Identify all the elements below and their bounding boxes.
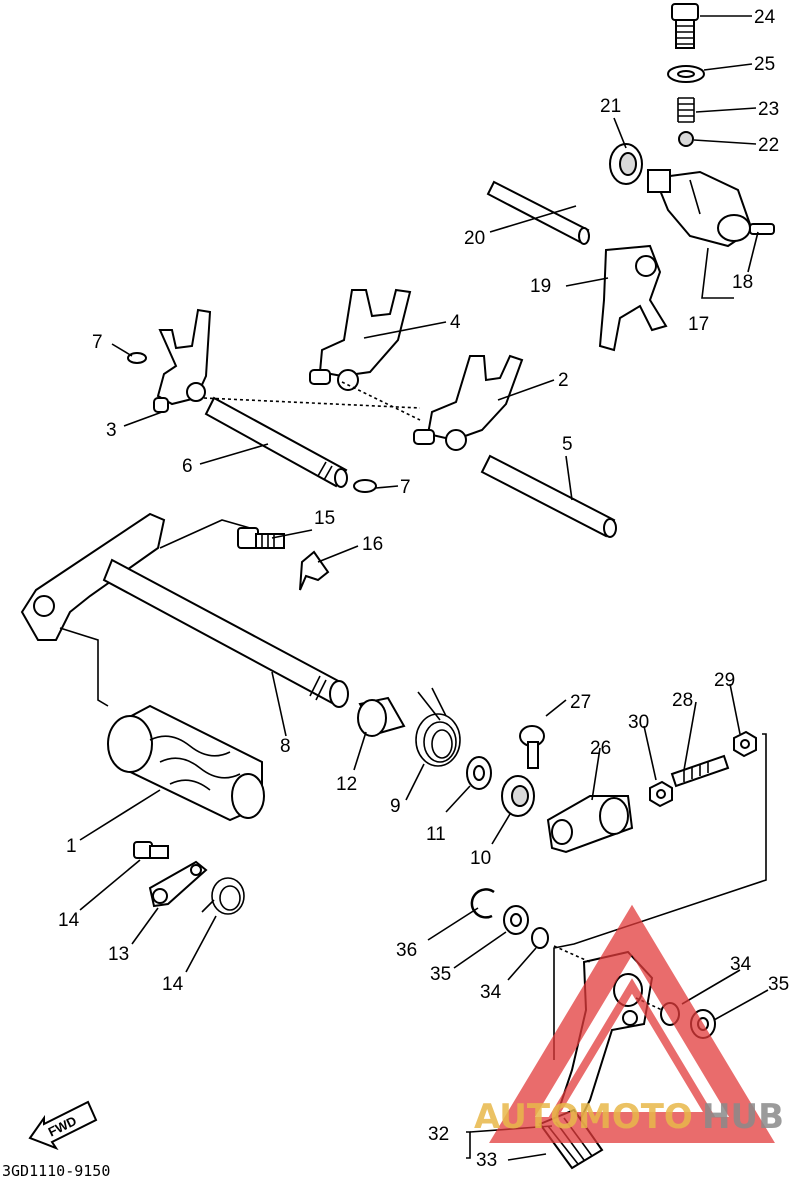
- part-shaft-6: [204, 396, 348, 488]
- connector-line-c: [553, 733, 767, 1060]
- part-bolt-28: [519, 725, 545, 769]
- callout-10: 10: [470, 848, 491, 869]
- callout-34-right: 34: [730, 954, 752, 975]
- connector-line-b: [59, 627, 109, 707]
- part-lever-13: [148, 860, 208, 908]
- callout-27: 26: [590, 738, 611, 759]
- part-shaft-5: [480, 454, 617, 538]
- part-washer-35a: [503, 905, 529, 935]
- callout-13: 13: [108, 944, 129, 965]
- callout-34-left: 34: [480, 982, 502, 1003]
- callout-7-lower: 7: [400, 477, 411, 498]
- svg-text:AUTO: AUTO: [474, 1097, 579, 1137]
- callout-24: 23: [758, 99, 779, 120]
- part-circlip-7b: [353, 479, 377, 493]
- part-fork-3: [153, 308, 212, 413]
- part-ball-23: [678, 131, 694, 147]
- part-bolt-25: [671, 3, 699, 49]
- part-rod-29: [670, 754, 730, 788]
- watermark-text: AUTO MOTO HUB: [474, 1097, 784, 1137]
- part-circlip-36: [470, 888, 495, 919]
- callout-21: 20: [464, 228, 485, 249]
- callout-1: 1: [66, 836, 77, 857]
- connector-line-a: [159, 519, 251, 549]
- part-oil-seal-22: [609, 143, 643, 185]
- callout-25: 24: [754, 7, 776, 28]
- diagram-code: 3GD1110-9150: [2, 1162, 110, 1180]
- leader-lines: [79, 15, 769, 1161]
- part-pin-19: [749, 223, 775, 235]
- callout-31: 30: [628, 712, 649, 733]
- callout-35-right: 35: [768, 974, 789, 995]
- callout-6: 6: [182, 456, 193, 477]
- part-collar-12: [357, 696, 406, 737]
- watermark-logo: [489, 904, 775, 1143]
- callout-2: 2: [558, 370, 569, 391]
- callout-numbers: 24 25 23 22 21 18 17 20 19 4 2 7 3 6 7 5…: [58, 7, 789, 1171]
- assembly-lines: [203, 381, 663, 1011]
- part-nut-31: [649, 780, 673, 808]
- callout-28: 27: [570, 692, 591, 713]
- callout-15: 14: [58, 910, 80, 931]
- callout-7-upper: 7: [92, 332, 103, 353]
- part-spring-24: [677, 97, 695, 123]
- callout-11: 11: [426, 824, 446, 845]
- svg-text:HUB: HUB: [702, 1097, 784, 1137]
- callout-23: 22: [758, 135, 779, 156]
- part-plate-17: [299, 550, 330, 591]
- callout-33: 33: [476, 1150, 497, 1171]
- callout-36: 36: [396, 940, 417, 961]
- part-lever-27: [546, 795, 634, 854]
- callout-32: 32: [428, 1124, 449, 1145]
- svg-text:MOTO: MOTO: [578, 1097, 693, 1137]
- part-shaft-21: [486, 180, 590, 245]
- callout-29: 28: [672, 690, 693, 711]
- part-spring-9: [415, 687, 461, 767]
- part-seal-10: [501, 775, 535, 817]
- part-fork-20: [598, 244, 668, 352]
- part-washer-11: [466, 756, 492, 790]
- part-shift-drum-1: [107, 704, 265, 822]
- callout-19: 18: [732, 272, 753, 293]
- callout-35-left: 35: [430, 964, 451, 985]
- callout-3: 3: [106, 420, 117, 441]
- part-circlip-7a: [127, 352, 147, 364]
- callout-26: 25: [754, 54, 775, 75]
- callout-9: 9: [390, 796, 401, 817]
- part-shift-shaft-8: [20, 512, 349, 708]
- part-spring-14: [201, 877, 245, 915]
- callout-20: 19: [530, 276, 551, 297]
- part-fork-4: [309, 288, 412, 391]
- callout-8: 8: [280, 736, 291, 757]
- callout-4: 4: [450, 312, 461, 333]
- fwd-arrow-icon: FWD: [28, 1100, 98, 1151]
- part-nut-30: [733, 730, 757, 758]
- callout-16: 15: [314, 508, 335, 529]
- part-fork-2: [413, 354, 524, 451]
- callout-22: 21: [600, 96, 621, 117]
- part-housing-18: [647, 169, 754, 248]
- callout-17: 16: [362, 534, 383, 555]
- callout-18: 17: [688, 314, 709, 335]
- part-bolt-15: [133, 841, 169, 859]
- part-bolt-16: [237, 527, 285, 549]
- part-washer-26: [667, 65, 705, 83]
- part-oring-34a: [531, 927, 549, 949]
- callout-12: 12: [336, 774, 357, 795]
- callout-14: 14: [162, 974, 184, 995]
- callout-30: 29: [714, 670, 735, 691]
- callout-5: 5: [562, 434, 573, 455]
